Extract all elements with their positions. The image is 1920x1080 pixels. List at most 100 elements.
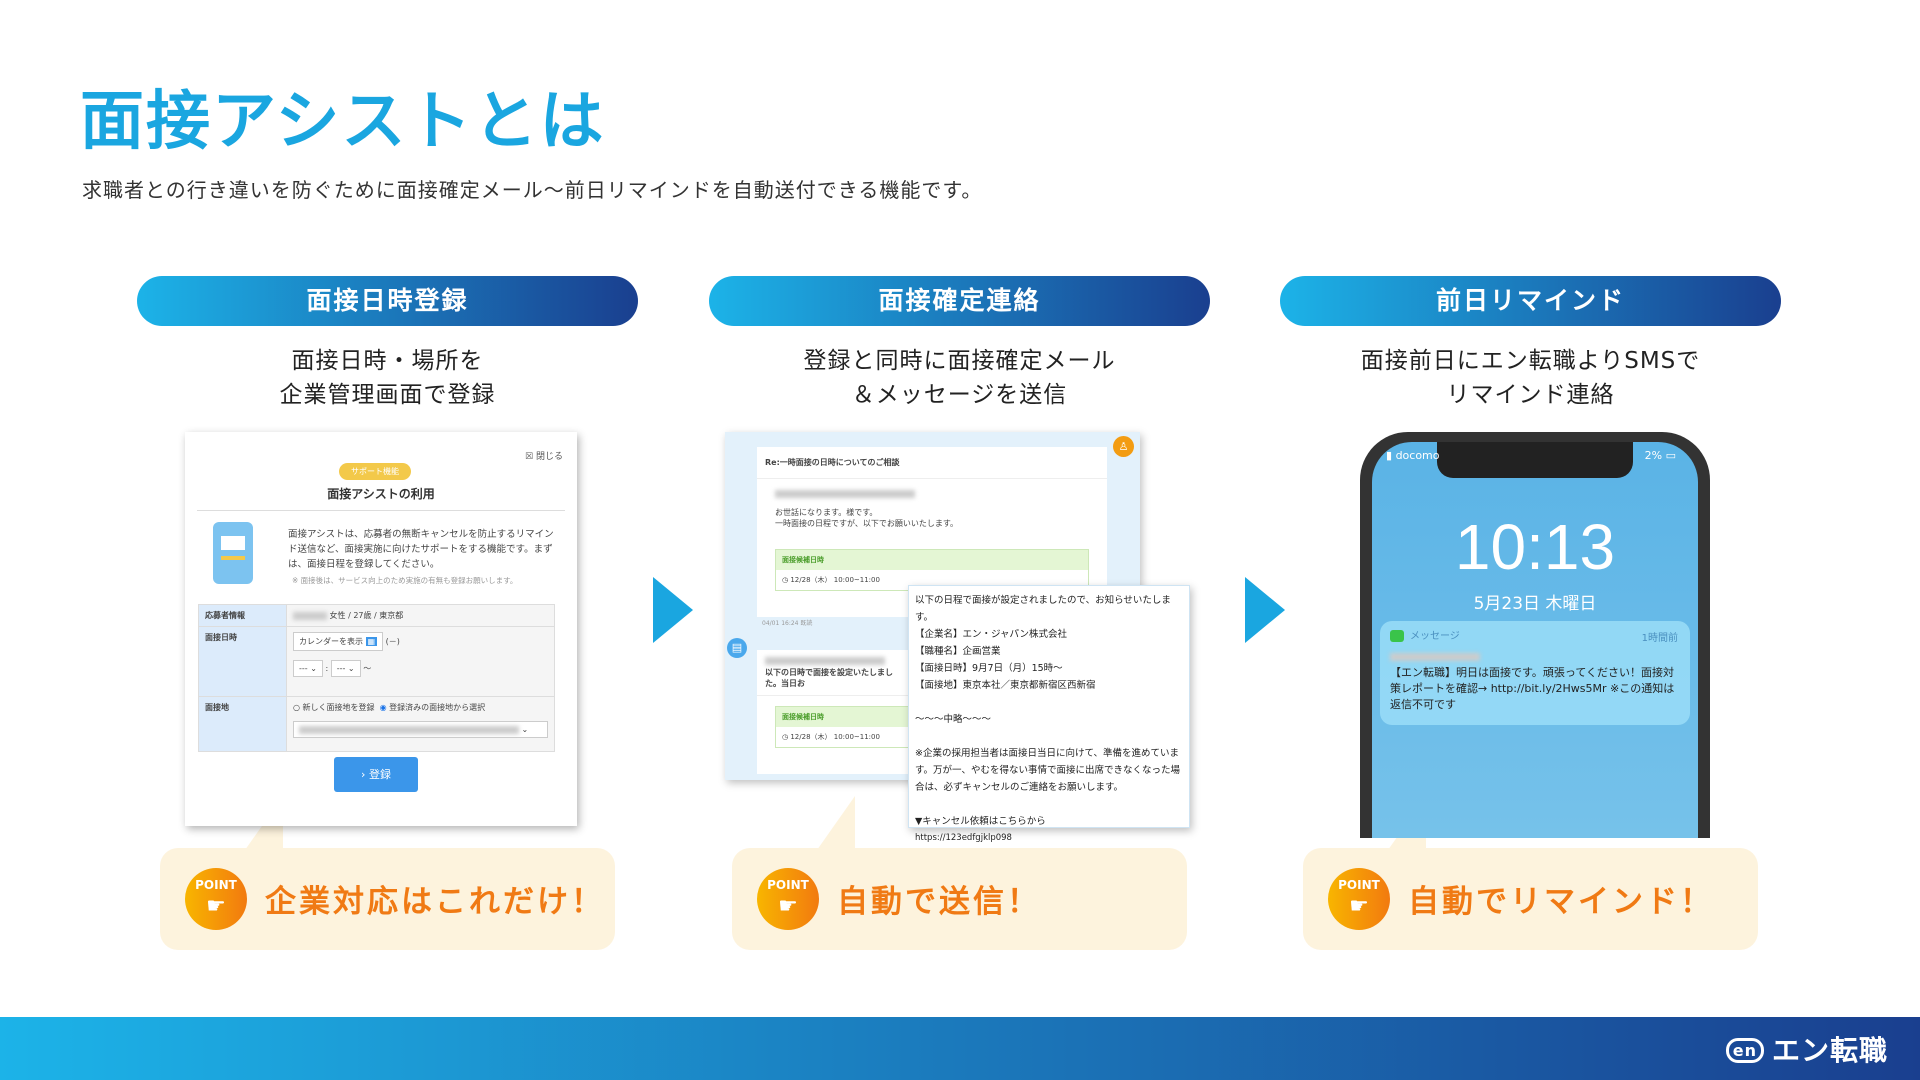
phone-mail-illustration — [213, 522, 253, 584]
lock-date: 5月23日 木曜日 — [1473, 594, 1597, 614]
point-badge-label: POINT — [767, 878, 809, 892]
notification-message: 【エン転職】明日は面接です。頑張ってください！面接対策レポートを確認→ http… — [1390, 666, 1675, 711]
arrow-right-icon — [653, 577, 693, 643]
notification-app: メッセージ — [1390, 629, 1680, 645]
logo-text: エン転職 — [1771, 1034, 1888, 1067]
close-button[interactable]: ☒ 閉じる — [525, 452, 563, 462]
radio-new-label: 新しく面接地を登録 — [302, 703, 375, 712]
radio-existing[interactable]: ◉ 登録済みの面接地から選択 — [379, 703, 486, 712]
messages-app-icon — [1390, 630, 1404, 642]
lock-screen: ▮ docomo 2% ▭ 10:13 5月23日 木曜日 メッセージ 1時間前… — [1372, 442, 1698, 838]
hour-select[interactable]: --- ⌄ — [293, 660, 323, 677]
form-heading: 面接アシストの利用 — [327, 487, 435, 501]
battery-status: 2% ▭ — [1644, 449, 1676, 462]
applicant-value: 女性 / 27歳 / 東京都 — [329, 611, 404, 620]
message-preview: 以下の日時で面接を設定いたしました。当日お — [765, 668, 893, 688]
illustration-bar — [221, 556, 245, 560]
blurred-place — [299, 725, 519, 734]
desc-line: 面接前日にエン転職よりSMSで — [1360, 348, 1701, 374]
divider — [197, 510, 565, 511]
callout-tail — [817, 796, 855, 850]
calendar-input[interactable]: カレンダーを表示 ▦ — [293, 632, 384, 651]
envelope-icon — [221, 536, 245, 550]
point-callout-2: POINT☛ 自動で送信！ — [732, 796, 1187, 950]
minute-select[interactable]: --- ⌄ — [330, 660, 361, 677]
registration-form-screenshot: ☒ 閉じる サポート機能 面接アシストの利用 面接アシストは、応募者の無断キャン… — [185, 432, 577, 826]
sms-notification[interactable]: メッセージ 1時間前 【エン転職】明日は面接です。頑張ってください！面接対策レポ… — [1380, 621, 1690, 725]
form-table: 応募者情報 女性 / 27歳 / 東京都 面接日時 カレンダーを表示 ▦ (－)… — [198, 604, 555, 752]
applicant-label: 応募者情報 — [198, 604, 287, 627]
greeting-line: お世話になります。様です。 — [775, 508, 878, 517]
confirmation-mail-popup: 以下の日程で面接が設定されましたので、お知らせいたします。 【企業名】エン・ジャ… — [908, 585, 1190, 843]
page-title: 面接アシストとは — [80, 85, 606, 159]
desc-line: ＆メッセージを送信 — [851, 382, 1068, 408]
mail-line: ▼キャンセル依頼はこちらから — [915, 816, 1046, 827]
mail-line: 【面接地】東京本社／東京都新宿区西新宿 — [915, 680, 1096, 691]
user-avatar-icon: ♙ — [1113, 436, 1134, 457]
radio-existing-label: 登録済みの面接地から選択 — [389, 703, 486, 712]
blurred-sender — [1390, 653, 1480, 661]
point-badge-label: POINT — [1338, 878, 1380, 892]
mail-spacer — [915, 694, 1183, 711]
desc-line: 登録と同時に面接確定メール — [803, 348, 1116, 374]
point-badge-label: POINT — [195, 878, 237, 892]
slot-text: 12/28（木） 10:00~11:00 — [790, 733, 880, 741]
lock-clock: 10:13 — [1454, 511, 1616, 583]
form-intro: 面接アシストは、応募者の無断キャンセルを防止するリマインド送信など、面接実施に向… — [288, 529, 554, 570]
point-callout-1: POINT ☛ 企業対応はこれだけ！ — [160, 796, 615, 950]
point-badge-icon: POINT ☛ — [185, 868, 247, 930]
step-desc-2: 登録と同時に面接確定メール ＆メッセージを送信 — [709, 344, 1210, 412]
candidate-box-title: 面接候補日時 — [776, 550, 1088, 570]
minute-value: --- — [336, 664, 346, 673]
smartphone-mockup: ▮ docomo 2% ▭ 10:13 5月23日 木曜日 メッセージ 1時間前… — [1360, 432, 1710, 838]
hour-value: --- — [299, 664, 308, 673]
step-desc-3: 面接前日にエン転職よりSMSでリマインド連絡 — [1280, 344, 1781, 412]
form-note: ※ 面接後は、サービス向上のため実施の有無も登録お願いします。 — [292, 576, 518, 585]
place-select[interactable]: ⌄ — [293, 721, 548, 738]
message-body: お世話になります。様です。一時面接の日程ですが、以下でお願いいたします。 — [757, 479, 1107, 539]
support-tag: サポート機能 — [339, 463, 411, 480]
footer-bar: en エン転職 — [0, 1017, 1920, 1080]
point-text: 企業対応はこれだけ！ — [265, 884, 605, 920]
mail-spacer — [915, 728, 1183, 745]
step-header-1: 面接日時登録 — [137, 276, 638, 326]
mail-line: ※企業の採用担当者は面接日当日に向けて、準備を進めています。万が一、やむを得ない… — [915, 748, 1181, 793]
colon: : — [325, 664, 329, 673]
mail-line: 【企業名】エン・ジャパン株式会社 — [915, 629, 1068, 640]
register-label: 登録 — [368, 768, 391, 781]
en-tenshoku-logo: en エン転職 — [1725, 1029, 1888, 1069]
radio-new[interactable]: ○ 新しく面接地を登録 — [293, 703, 375, 712]
app-name: メッセージ — [1410, 631, 1460, 642]
candidate-slot: ◷ 12/28（木） 10:00~11:00 — [782, 733, 880, 741]
blurred-recipient — [775, 489, 915, 498]
point-badge-icon: POINT☛ — [1328, 868, 1390, 930]
carrier: ▮ docomo — [1386, 449, 1440, 462]
point-text: 自動で送信！ — [837, 884, 1041, 920]
register-button[interactable]: › 登録 — [334, 757, 418, 792]
step-desc-1: 面接日時・場所を企業管理画面で登録 — [137, 344, 638, 412]
weekday: (－) — [385, 637, 400, 646]
datetime-label: 面接日時 — [198, 626, 287, 697]
step-header-3: 前日リマインド — [1280, 276, 1781, 326]
step-header-2: 面接確定連絡 — [709, 276, 1210, 326]
pointing-hand-icon: ☛ — [206, 894, 226, 919]
company-avatar-icon: ▤ — [727, 638, 747, 658]
cancel-link[interactable]: https://123edfgjklp098 — [915, 833, 1012, 843]
desc-line: 企業管理画面で登録 — [279, 382, 496, 408]
mail-line: 【職種名】企画営業 — [915, 646, 1001, 657]
message-subject: Re:一時面接の日時についてのご相談 — [757, 447, 1107, 479]
desc-line: リマインド連絡 — [1446, 382, 1615, 408]
battery-level: 2% — [1644, 449, 1663, 462]
calendar-icon[interactable]: ▦ — [365, 637, 378, 646]
point-text: 自動でリマインド！ — [1408, 884, 1714, 920]
point-callout-3: POINT☛ 自動でリマインド！ — [1303, 796, 1758, 950]
mail-spacer — [915, 796, 1183, 813]
logo-mark: en — [1725, 1038, 1764, 1063]
slot-text: 12/28（木） 10:00~11:00 — [790, 576, 880, 584]
calendar-placeholder: カレンダーを表示 — [299, 637, 363, 646]
mail-line: 〜〜〜中略〜〜〜 — [915, 714, 992, 725]
greeting-line: 一時面接の日程ですが、以下でお願いいたします。 — [775, 519, 959, 528]
close-label: 閉じる — [535, 452, 563, 462]
tilde: 〜 — [363, 664, 372, 673]
arrow-right-icon — [1245, 577, 1285, 643]
